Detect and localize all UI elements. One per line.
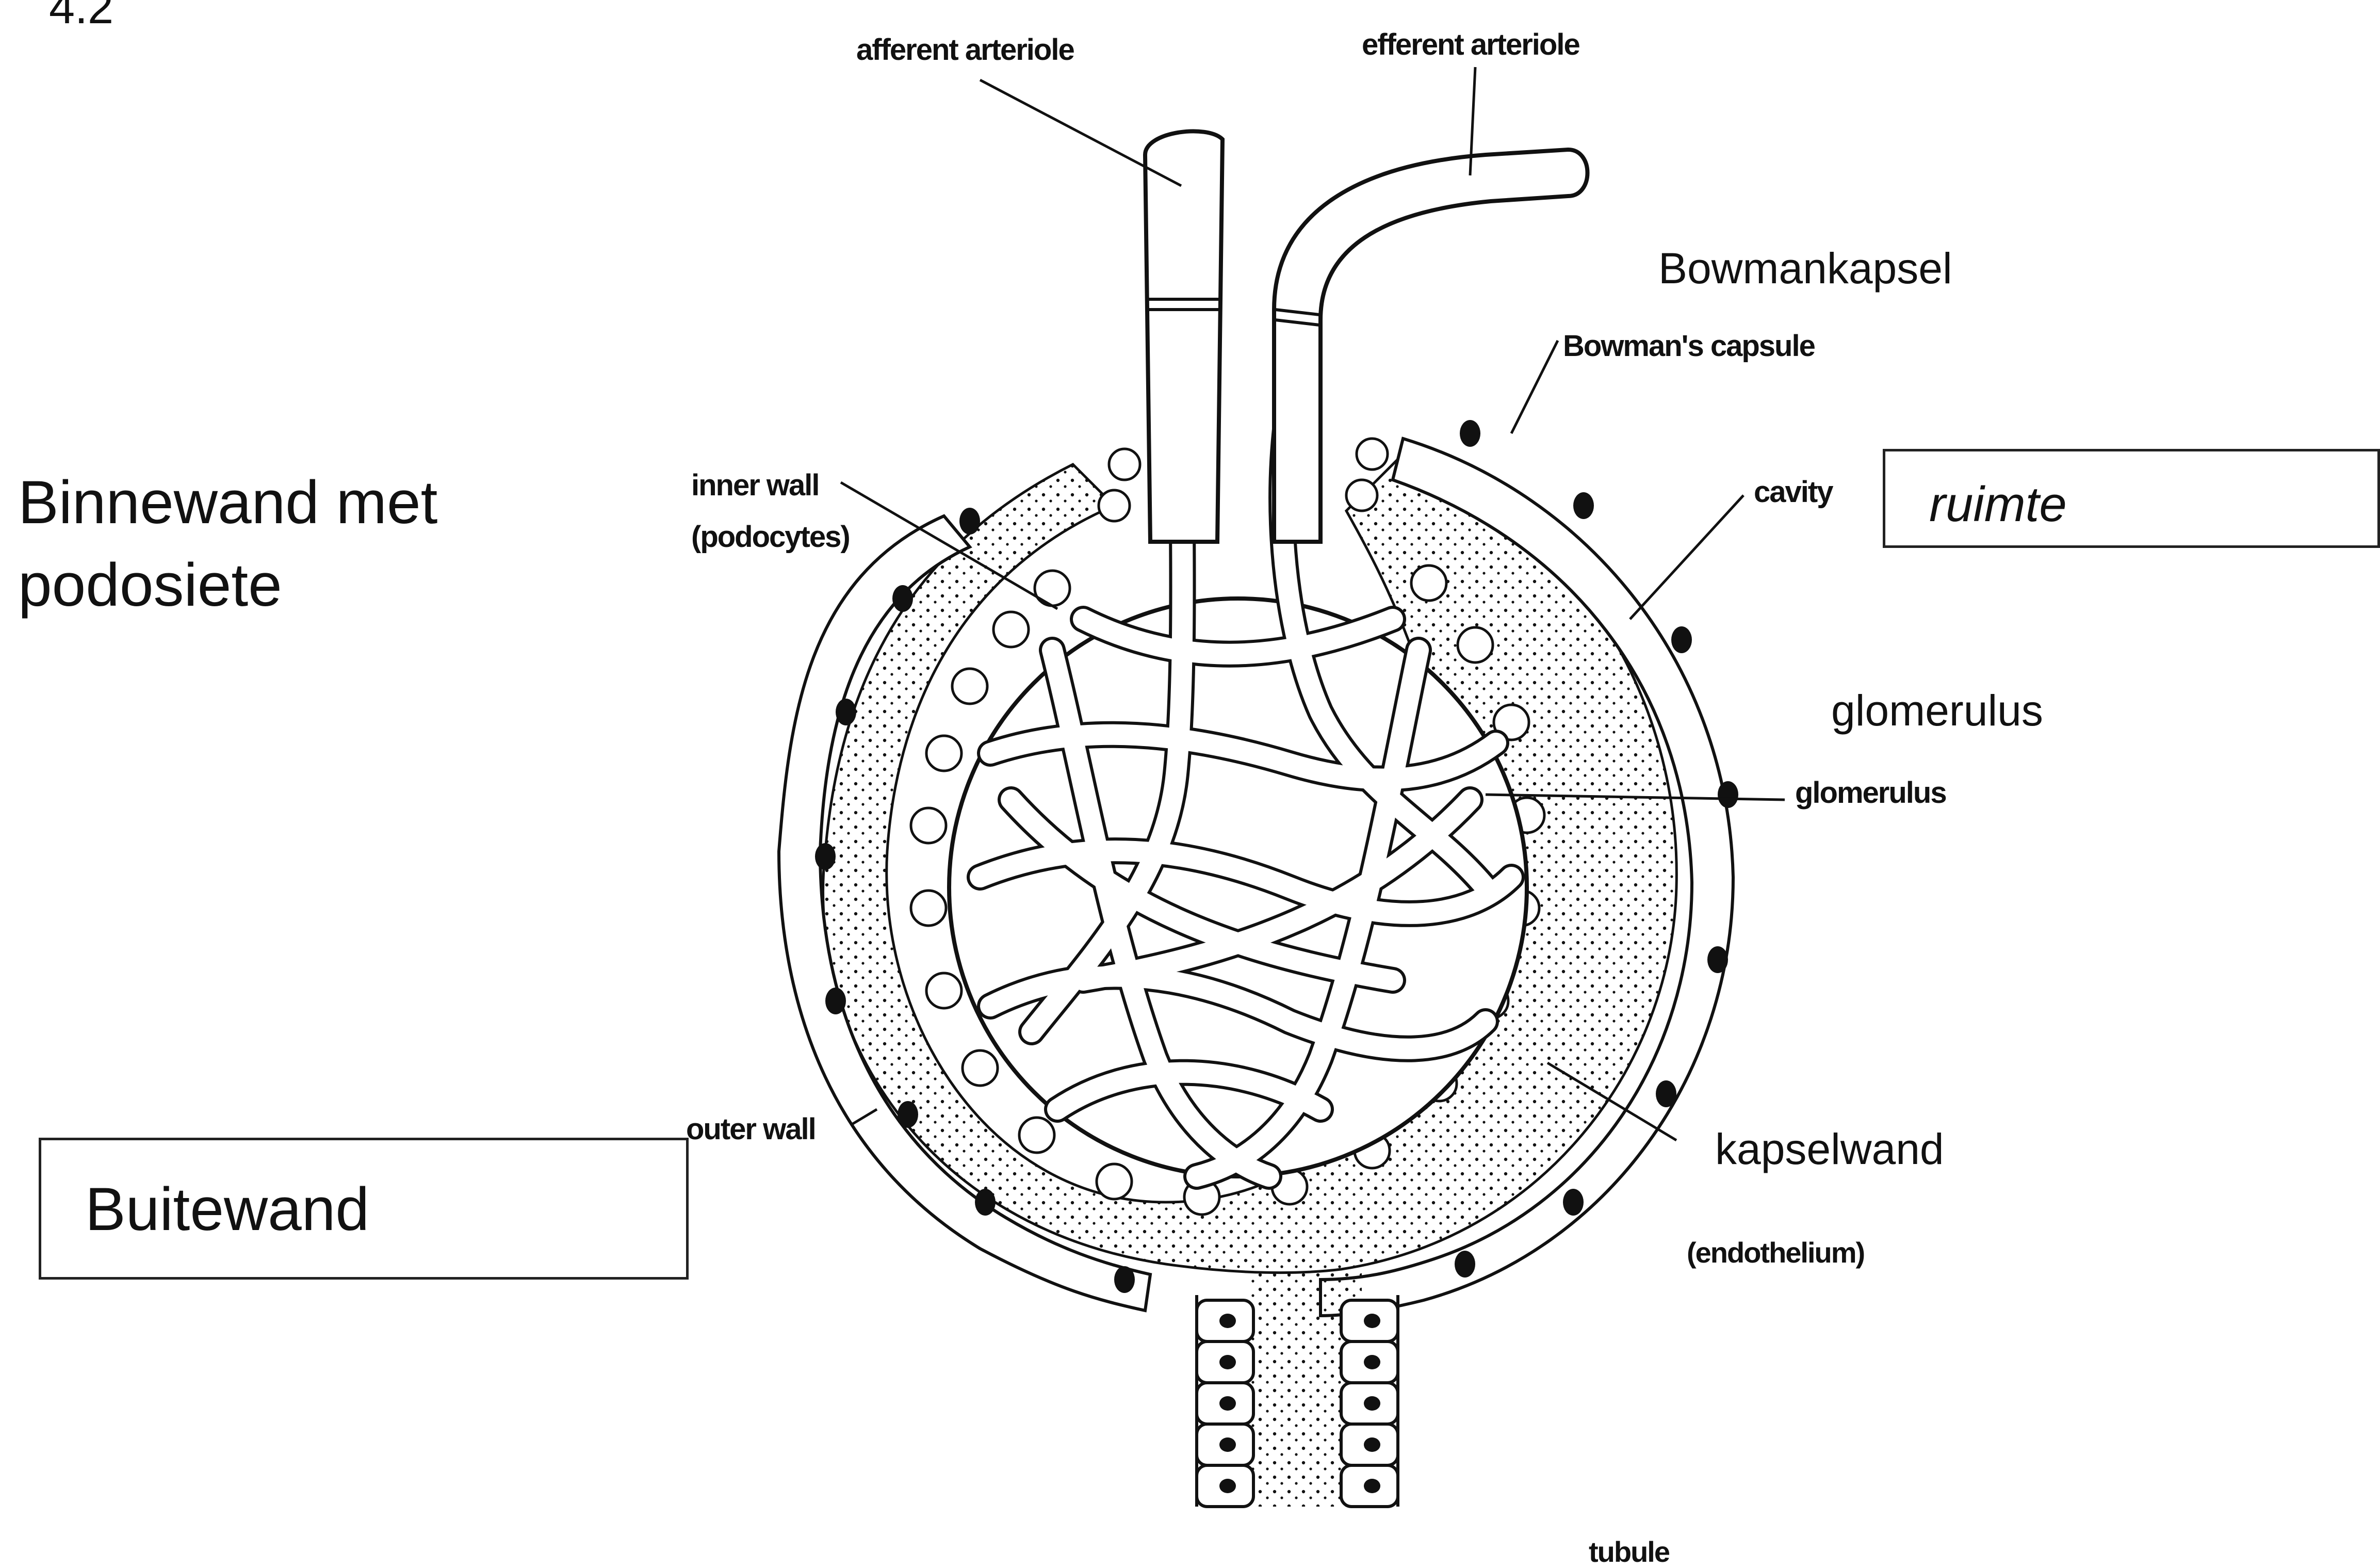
label-afferent-arteriole: afferent arteriole [856, 35, 1074, 65]
label-endothelium: (endothelium) [1687, 1238, 1864, 1267]
label-binnewand-line2: podosiete [18, 555, 282, 616]
label-podocytes: (podocytes) [691, 522, 850, 552]
afferent-arteriole [1145, 131, 1222, 542]
label-bowmans-capsule: Bowman's capsule [1563, 331, 1815, 361]
label-bowmankapsel: Bowmankapsel [1658, 247, 1952, 290]
label-tubule: tubule [1589, 1538, 1669, 1566]
label-cavity: cavity [1754, 477, 1832, 507]
label-ruimte: ruimte [1929, 480, 2067, 529]
answer-box-buitewand: Buitewand [39, 1138, 689, 1280]
label-glomerulus: glomerulus [1831, 689, 2043, 732]
label-efferent-arteriole: efferent arteriole [1362, 30, 1579, 60]
label-glomerulus-original: glomerulus [1795, 778, 1946, 808]
label-inner-wall: inner wall [691, 471, 819, 500]
tubule [1197, 1264, 1398, 1507]
answer-box-ruimte: ruimte [1883, 449, 2380, 548]
figure-number: 4.2 [49, 0, 113, 31]
label-outer-wall: outer wall [686, 1114, 816, 1144]
label-binnewand-line1: Binnewand met [18, 472, 437, 533]
label-kapselwand: kapselwand [1715, 1127, 1944, 1171]
label-buitewand: Buitewand [85, 1179, 369, 1240]
